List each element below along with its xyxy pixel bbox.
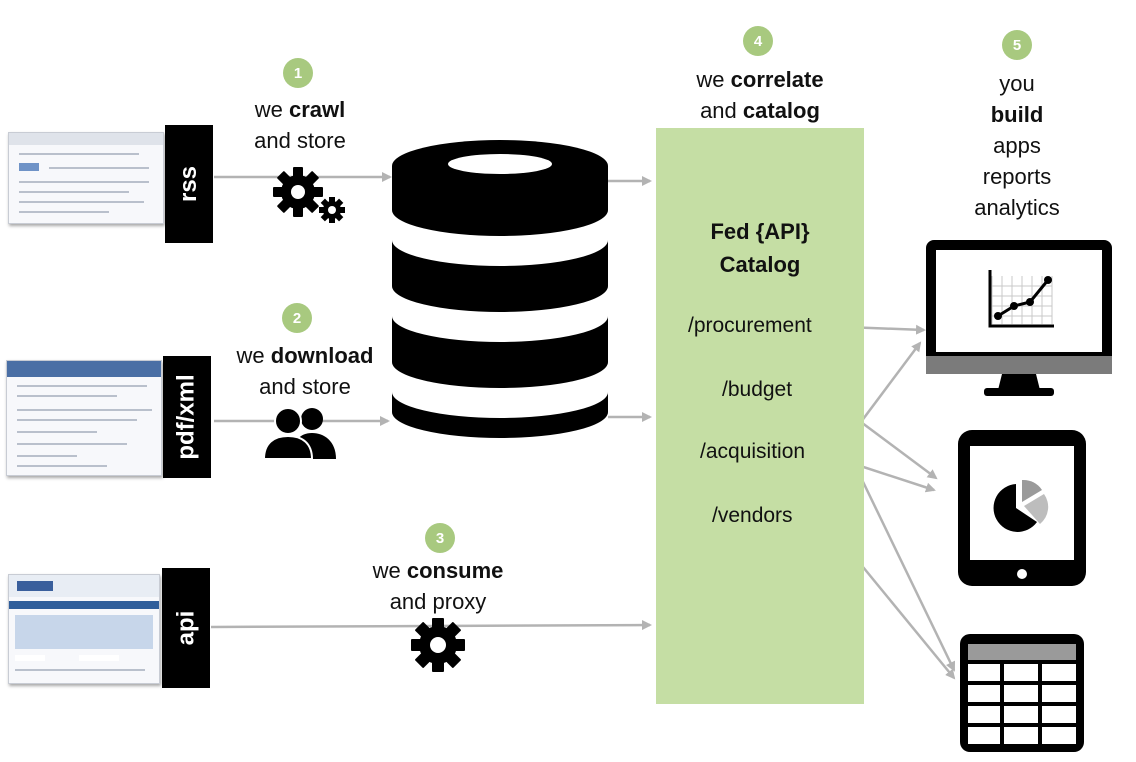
catalog-item-acquisition[interactable]: /acquisition [700,440,806,463]
users-icon [262,407,336,459]
catalog-item-procurement[interactable]: /procurement [688,314,812,337]
pdf-xml-source-thumbnail [6,360,162,476]
api-source-thumbnail [8,574,160,684]
api-tag: api [162,568,210,688]
step-1-badge: 1 [283,58,313,88]
gears-icon [273,167,345,223]
arrow-api-to-catalog [210,620,652,631]
catalog-item-vendors[interactable]: /vendors [712,504,793,527]
step-4-badge: 4 [743,26,773,56]
fed-api-catalog-panel: Fed {API} Catalog /procurement /budget /… [656,128,864,704]
step-1-label: we crawl and store [254,97,346,153]
rss-source-thumbnail [8,132,164,224]
step-5-label: you build apps reports analytics [974,71,1060,220]
gear-icon [411,618,465,672]
step-3-badge: 3 [425,523,455,553]
step-4-label: we correlate and catalog [696,67,824,123]
rss-tag: rss [165,125,213,243]
tablet-pie-chart-icon [958,430,1086,586]
spreadsheet-icon [960,634,1084,752]
monitor-chart-icon [926,240,1112,396]
catalog-title-line1: Fed {API} [710,219,810,244]
step-2-label: we download and store [236,343,374,399]
step-3-label: we consume and proxy [372,558,504,614]
pdf-xml-tag: pdf/xml [163,356,211,478]
catalog-title-line2: Catalog [719,252,801,277]
catalog-item-budget[interactable]: /budget [722,378,793,401]
step-5-badge: 5 [1002,30,1032,60]
database-icon [392,140,608,438]
step-2-badge: 2 [282,303,312,333]
